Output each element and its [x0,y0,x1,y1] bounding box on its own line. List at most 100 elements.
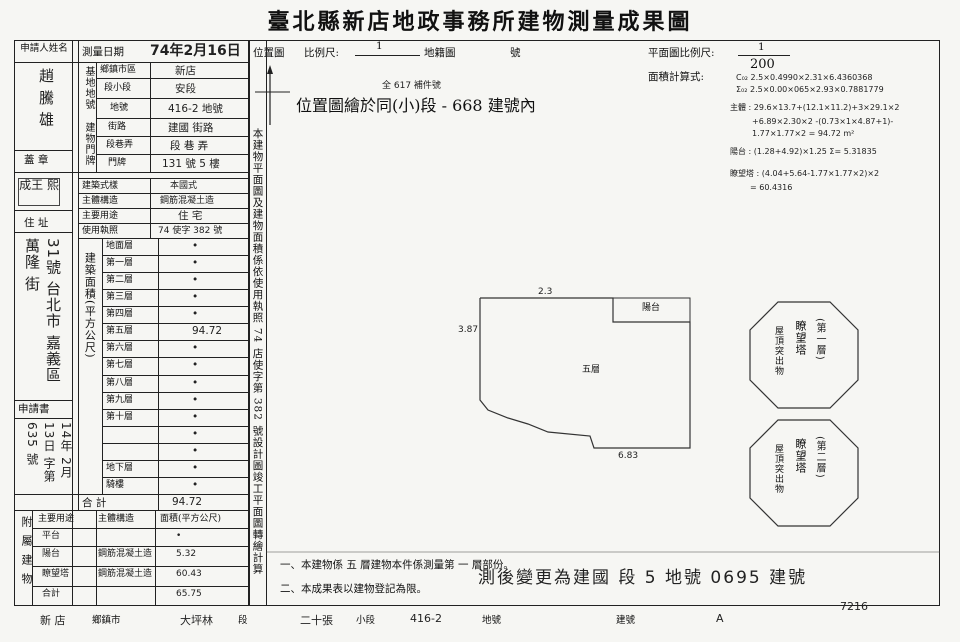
calc-line: Σ₀₂ 2.5×0.00×065×2.93×0.7881779 [736,85,884,94]
location-label: 位置圖 [253,47,285,59]
calc-line: = 60.4316 [750,183,793,192]
tower-2-floor: (第二層) [814,436,825,479]
floor-row-divider [102,323,248,325]
annex-use: 合計 [42,589,61,599]
calc-line: 陽台 : (1.28+4.92)×1.25 Σ= 5.31835 [730,147,877,156]
street-value: 建國 街路 [168,122,214,134]
location-handwritten: 全 617 補件號 [382,81,441,91]
floor-name: 第七層 [106,360,134,371]
town-value: 新店 [175,65,196,77]
scale-label: 比例尺: [304,47,340,59]
floor-value: • [192,308,199,321]
permit-value: 74 使字 382 號 [158,226,223,236]
floor-row-divider [102,459,248,461]
floor-value: • [192,342,199,355]
floor-value: • [192,427,199,440]
tower-1-outline [749,301,859,409]
lot-value: 416-2 地號 [168,103,223,115]
floor-value: • [192,376,199,389]
annex-area: 65.75 [176,589,202,599]
total-label: 合 計 [82,497,107,509]
floor-label: 五層 [582,365,601,375]
annex-use: 平台 [42,531,61,541]
location-note: 位置圖繪於同(小)段 - 668 建號內 [296,96,536,115]
plan-scale-den: 200 [750,57,775,72]
floor-value: • [192,478,199,491]
floor-row-divider [102,255,248,257]
floor-value: • [192,257,199,270]
tower-1-label: 瞭望塔 [794,320,807,356]
floor-name: 第十層 [106,411,134,422]
annex-struct: 鋼筋混凝土造 [98,569,153,579]
floor-name: 地下層 [106,462,134,473]
balcony-label: 陽台 [642,303,661,313]
floor-name: 第五層 [106,326,134,337]
balcony-outline [612,297,691,323]
floor-name: 騎樓 [106,479,125,490]
floor-row-divider [102,425,248,427]
scale-value: 1 [376,40,383,52]
annex-head-use: 主要用途 [38,514,75,524]
floor-value: • [192,461,199,474]
floor-value: • [192,359,199,372]
area-label: 建築面積(平方公尺) [83,252,97,359]
vertical-note: 本建物平面圖及建物面積係依使用執照 74 店使字第 382 號設計圖竣工平面圖轉… [251,128,264,575]
floor-row-divider [102,272,248,274]
floor-row-divider [102,391,248,393]
annex-area: 60.43 [176,569,202,579]
permit-label: 使用執照 [82,226,119,236]
bottom-section: 大坪林 [180,614,213,627]
section-value: 安段 [175,83,196,95]
floor-value: • [192,444,199,457]
total-value: 94.72 [172,496,203,508]
floor-name: 第一層 [106,258,134,269]
number-label: 門牌 [108,158,127,168]
floor-name: 第九層 [106,394,134,405]
bottom-lot: 416-2 [410,612,442,625]
lot-label: 地號 [110,103,129,113]
dim-left: 3.87 [458,325,479,335]
bottom-town: 新 店 [40,614,66,627]
bottom-subsection: 二十張 [300,614,333,627]
annex-use: 陽台 [42,549,61,559]
bottom-town-label: 鄉鎮市 [92,615,121,626]
floor-name: 第四層 [106,309,134,320]
lane-label: 段巷弄 [106,140,134,150]
floor-value: • [192,393,199,406]
use-label: 主要用途 [82,211,119,221]
calc-line: +6.89×2.30×2 -(0.73×1×4.87+1)- [752,117,894,126]
floor-row-divider [102,289,248,291]
number-value: 131 號 5 樓 [162,158,220,170]
applicant-name: 趙 騰 雄 [37,68,55,128]
door-label: 建物門牌 [83,122,94,166]
north-arrow-head [267,65,273,74]
address-text: 31號 台北市 嘉義區 萬隆 街 [23,238,62,383]
use-value: 住 宅 [178,210,203,222]
plan-scale-label: 平面圖比例尺: [648,47,715,59]
bottom-subsection-label: 小段 [356,615,376,626]
floor-name: 地面層 [106,241,134,251]
floor-row-divider [102,374,248,376]
application-text: 14年 2月 13日 字第 635 號 [25,422,73,484]
tower-2-side: 屋頂突出物 [773,444,783,494]
floor-row-divider [102,357,248,359]
floor-name: 第三層 [106,292,134,303]
floor-row-divider [102,306,248,308]
floor-value: • [192,291,199,304]
note-1: 一、本建物係 五 層建物本件係測量第 一 層部份。 [280,559,514,571]
bottom-section-label: 段 [238,615,248,626]
floor-name: 第六層 [106,343,134,354]
floor-value: • [192,410,199,423]
town-label: 鄉鎮市區 [100,65,137,75]
plan-scale-num: 1 [758,41,765,53]
application-label: 申請書 [18,403,50,415]
floor-name: 第八層 [106,377,134,388]
floor-row-divider [102,408,248,410]
annex-head-struct: 主體構造 [98,514,135,524]
base-label: 基地地號 [83,66,94,110]
lane-value: 段 巷 弄 [170,140,209,152]
tower-2-label: 瞭望塔 [794,438,807,474]
applicant-label: 申請人姓名 [20,43,68,54]
address-label: 住 址 [24,217,49,229]
bottom-lot-label: 地號 [482,615,502,626]
